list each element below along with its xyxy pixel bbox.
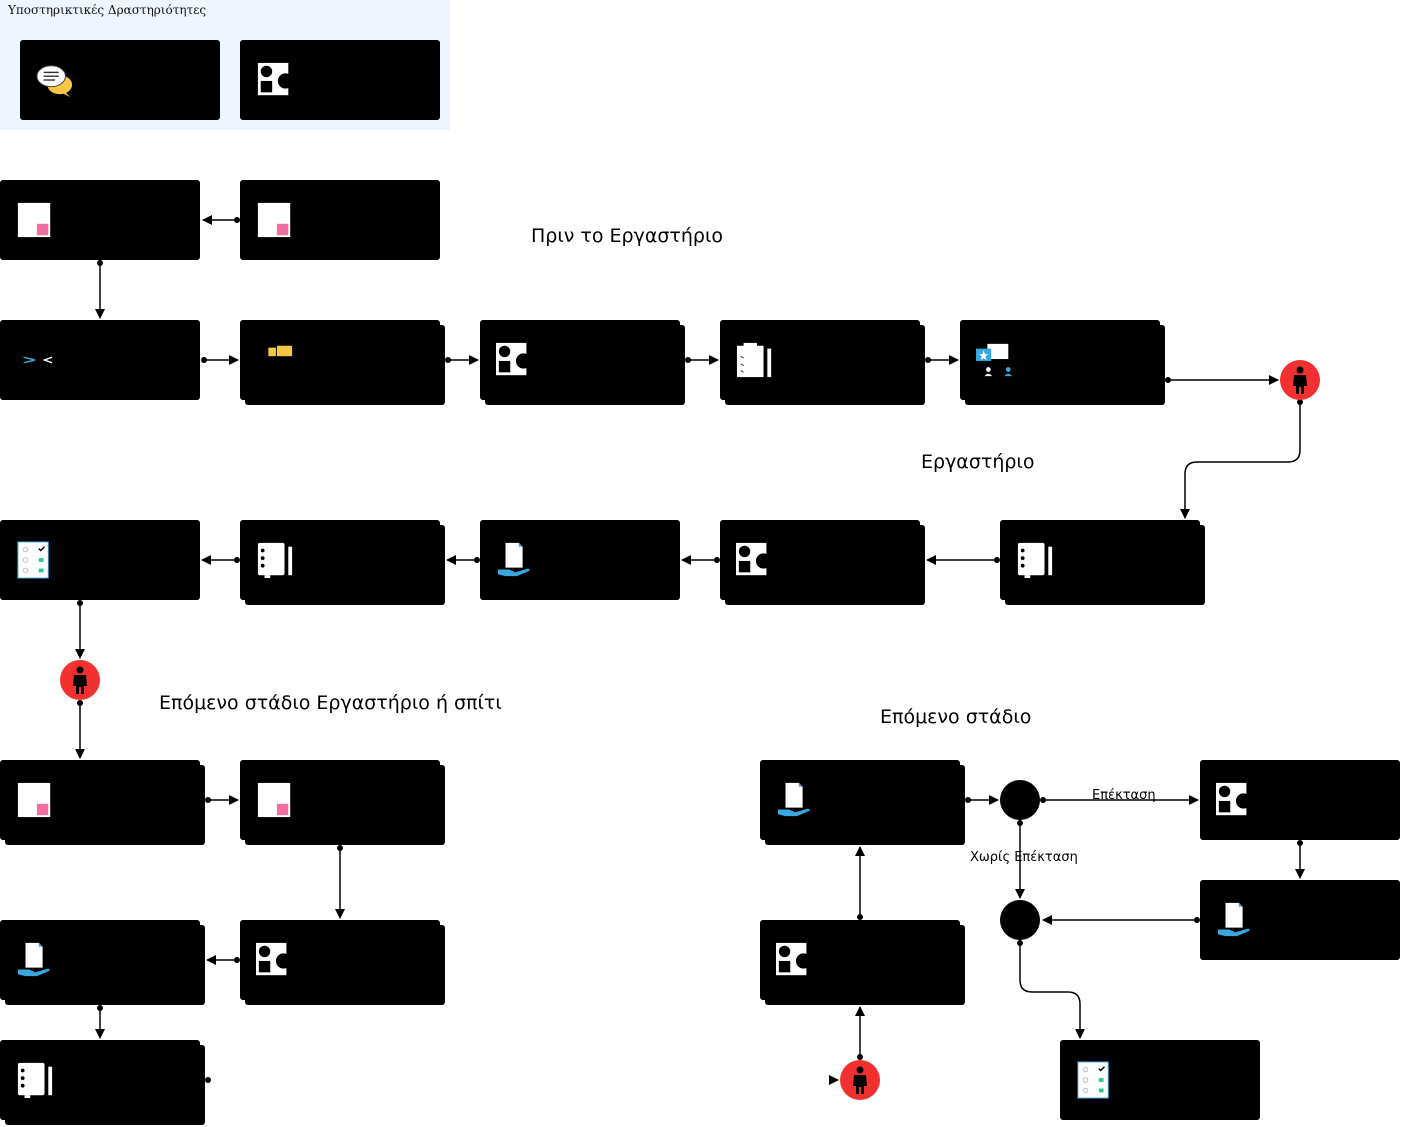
next-card-note-2[interactable] [240,760,445,845]
workshop-card-notebook-2[interactable] [240,520,445,605]
notebook-icon [1017,542,1053,579]
notebook-icon [257,542,293,579]
ticket-icon [268,345,293,357]
notebook-icon [17,1062,53,1099]
note-pink-icon [17,782,51,818]
next-right-card-hand-document[interactable] [760,760,965,845]
final-card-checklist[interactable] [1060,1040,1260,1120]
process-card-note-1[interactable] [0,180,200,260]
section-before-workshop: Πριν το Εργαστήριο [531,225,724,247]
shapes-icon [257,62,294,96]
gateway-extension-decision[interactable] [1000,780,1040,820]
presentation-icon [976,343,1013,377]
section-workshop: Εργαστήριο [921,451,1035,473]
next-card-shapes[interactable] [240,920,445,1005]
section-next-stage-workshop-or-home: Επόμενο στάδιο Εργαστήριο ή σπίτι [159,692,502,714]
hand-document-icon [1217,902,1251,937]
shapes-icon [256,942,292,976]
shapes-icon [776,942,812,976]
process-card-checklist-pencil[interactable] [720,320,925,405]
speech-bubbles-icon [36,65,73,98]
support-card-shapes[interactable] [240,40,445,125]
checklist-pencil-icon [736,342,772,378]
next-card-hand-document[interactable] [0,920,205,1005]
process-card-compare[interactable] [0,320,200,400]
gateway-merge[interactable] [1000,900,1040,940]
start-event-next-right[interactable] [840,1060,880,1100]
person-icon [1293,366,1307,394]
shapes-icon [496,342,532,376]
process-card-ticket[interactable] [240,320,445,405]
person-icon [853,1066,867,1094]
next-card-note-1[interactable] [0,760,205,845]
gateway-label-extension: Επέκταση [1092,788,1156,803]
shapes-icon [736,542,772,576]
process-card-presentation[interactable] [960,320,1165,405]
checklist-icon [1077,1061,1109,1099]
hand-document-icon [777,782,811,817]
next-card-notebook[interactable] [0,1040,205,1125]
note-pink-icon [257,202,291,238]
next-right-card-shapes[interactable] [760,920,965,1005]
hand-document-icon [497,542,531,577]
person-icon [73,666,87,694]
workshop-card-shapes[interactable] [720,520,925,605]
process-card-note-2[interactable] [240,180,440,260]
connector-person-workshop [1180,402,1301,519]
workshop-card-notebook-1[interactable] [1000,520,1205,605]
start-event-workshop[interactable] [1280,360,1320,400]
start-event-next-stage[interactable] [60,660,100,700]
extension-card-hand-document[interactable] [1200,880,1400,960]
hand-document-icon [17,942,51,977]
support-card-discussion[interactable] [20,40,225,125]
connector-gateway2-final [1019,943,1085,1039]
workshop-card-hand-document[interactable] [480,520,680,600]
gateway-label-no-extension: Χωρίς Επέκταση [970,850,1078,865]
support-activities-title: Υποστηρικτικές Δραστηριότητες [8,3,207,17]
compare-arrows-icon [23,356,53,364]
shapes-icon [1216,782,1252,816]
workshop-card-checklist[interactable] [0,520,200,600]
extension-card-shapes[interactable] [1200,760,1400,840]
note-pink-icon [17,202,51,238]
section-next-stage: Επόμενο στάδιο [880,706,1032,728]
note-pink-icon [257,782,291,818]
process-card-shapes-1[interactable] [480,320,685,405]
checklist-icon [17,541,49,579]
